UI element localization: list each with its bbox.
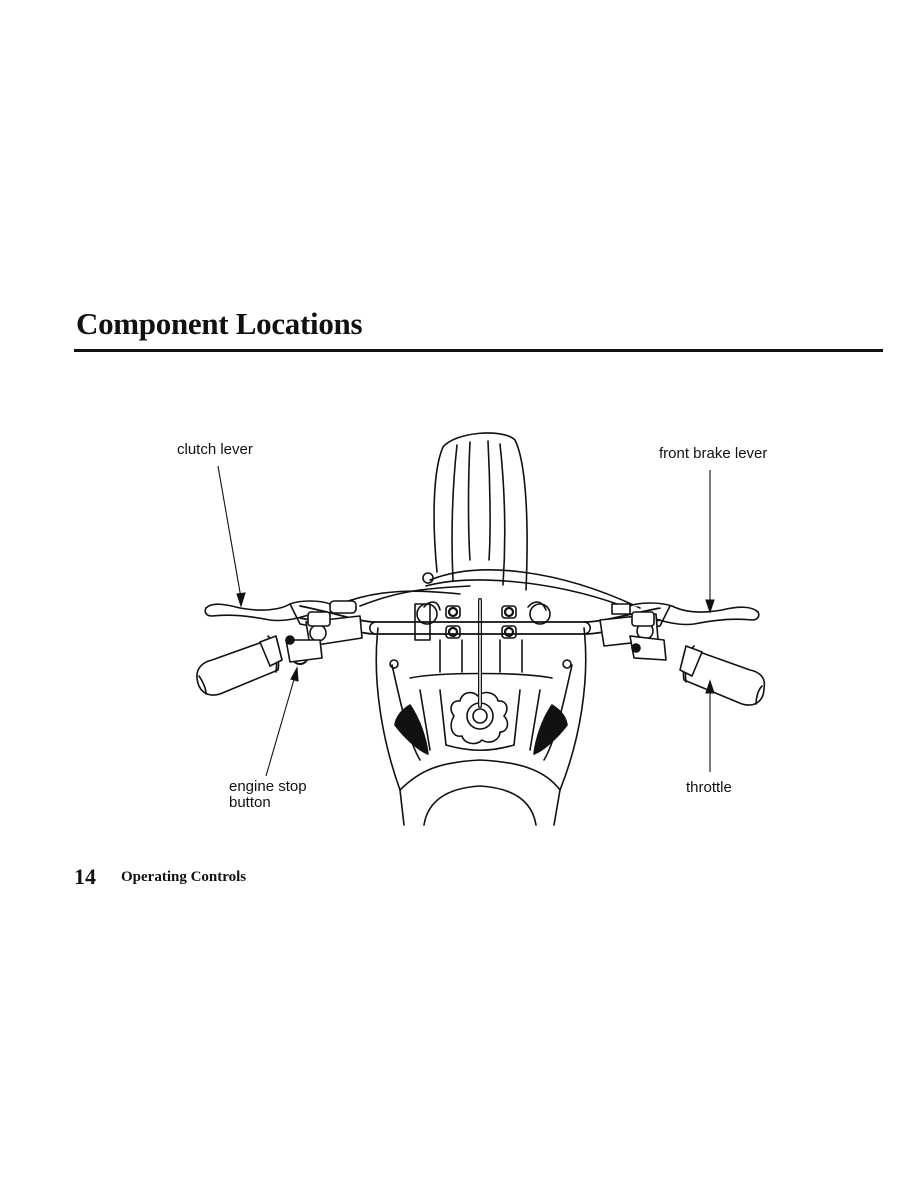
page-number: 14: [74, 864, 96, 889]
cables: [339, 569, 641, 609]
callout-lines: [217, 465, 715, 777]
left-switch-housing: [285, 611, 363, 665]
engine-stop-label-line1: engine stop: [229, 778, 307, 795]
engine-stop-label-line2: button: [229, 794, 271, 811]
fuel-tank: [409, 672, 553, 751]
right-grip: [679, 645, 766, 706]
engine-stop-button-label: engine stop button: [229, 779, 307, 811]
right-throttle-housing: [599, 611, 667, 661]
clutch-lever-label: clutch lever: [177, 441, 253, 458]
page-title: Component Locations: [76, 306, 363, 341]
fork-shrouds: [375, 627, 587, 826]
section-name: Operating Controls: [121, 869, 247, 885]
fuel-cap: [450, 691, 509, 745]
throttle-label: throttle: [686, 779, 732, 796]
front-fender: [433, 432, 528, 591]
title-rule: [74, 349, 883, 352]
left-grip: [196, 635, 283, 696]
bar-clamps: [414, 601, 551, 673]
front-brake-lever-label: front brake lever: [659, 445, 768, 462]
